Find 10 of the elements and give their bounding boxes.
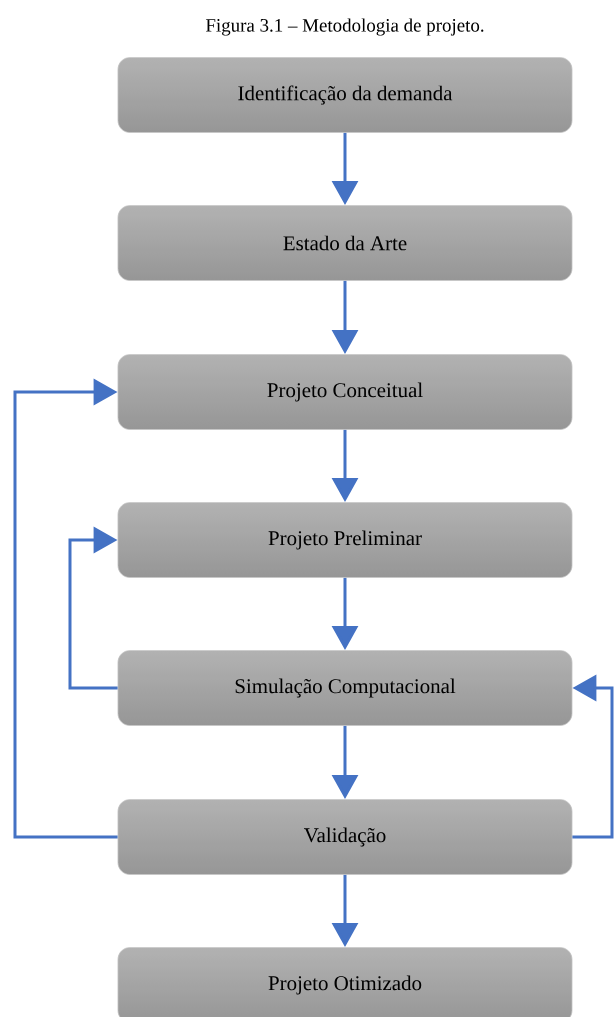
process-box: Projeto Conceitual — [117, 354, 573, 430]
caption: Figura 3.1 – Metodologia de projeto. — [205, 18, 484, 36]
process-box: Simulação Computacional — [117, 650, 573, 726]
process-box: Projeto Preliminar — [117, 502, 573, 578]
process-box: Projeto Otimizado — [117, 947, 573, 1017]
process-box: Estado da Arte — [117, 205, 573, 281]
process-box: Identificação da demanda — [117, 57, 573, 133]
arrow — [13, 378, 118, 839]
process-box: Validação — [117, 799, 573, 875]
arrow — [68, 526, 118, 690]
